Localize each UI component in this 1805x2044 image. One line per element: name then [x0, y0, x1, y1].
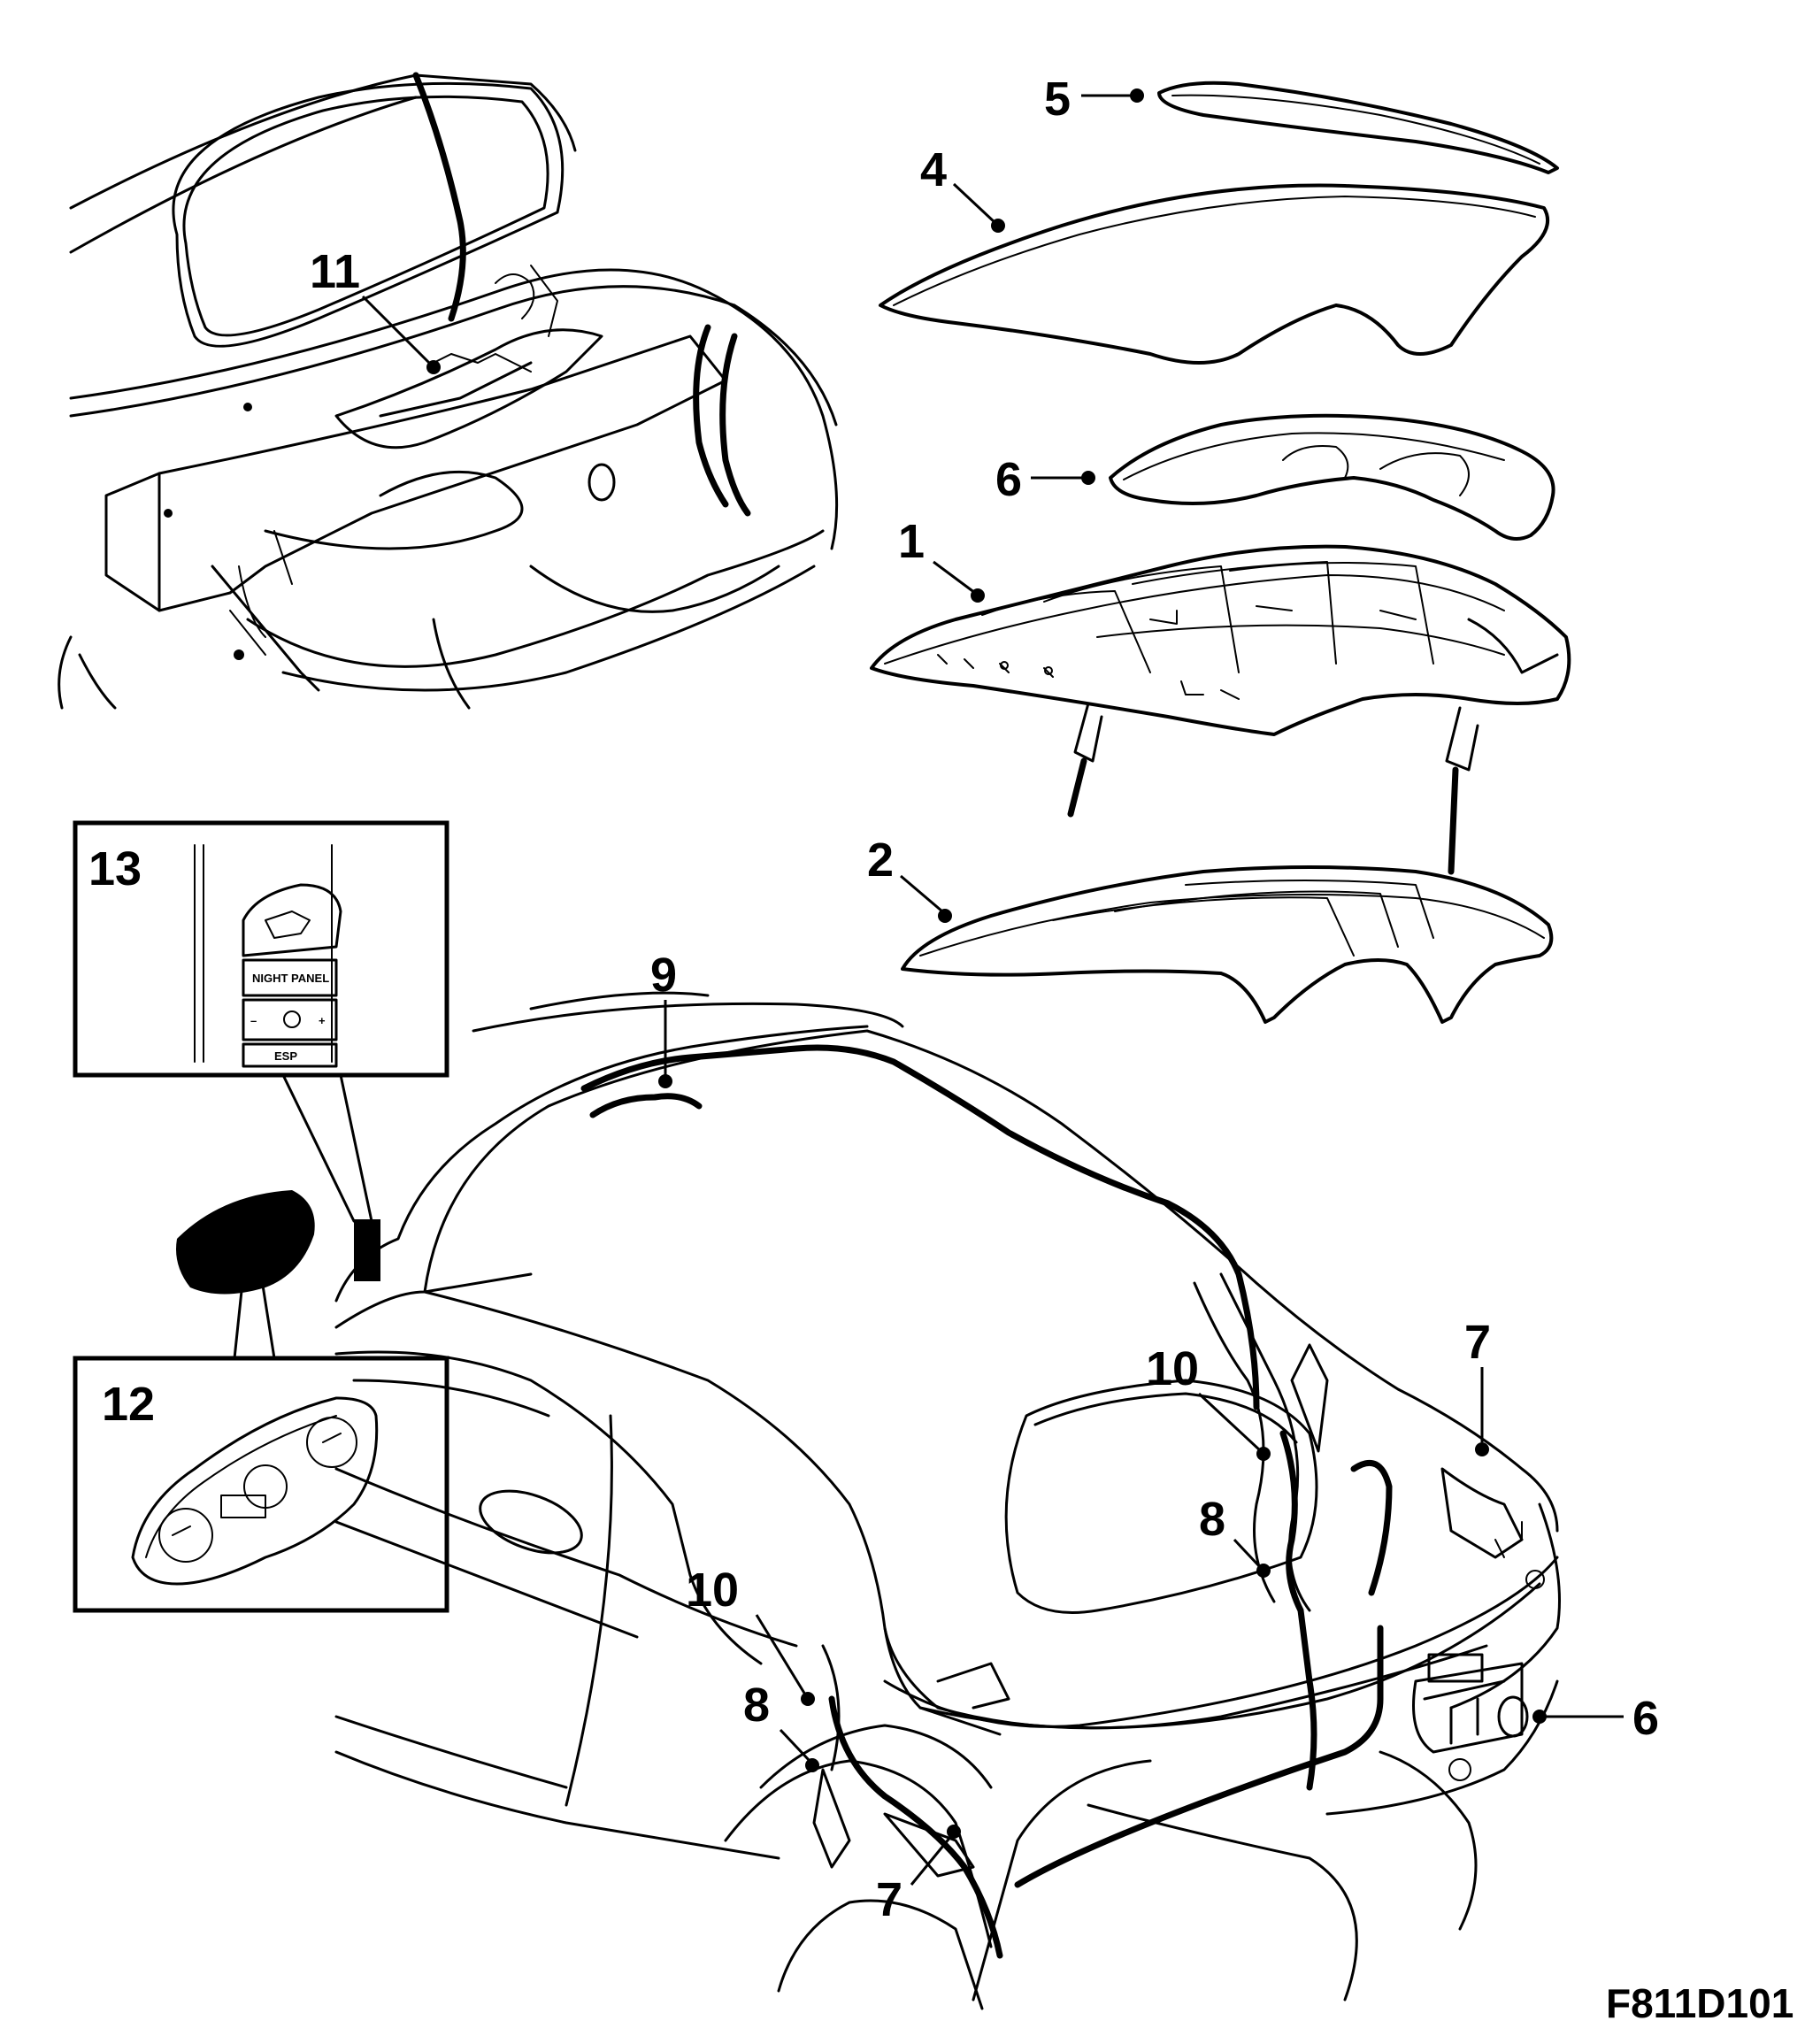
callout-1-label: 1 [898, 515, 925, 568]
callout-8-lower: 8 [743, 1679, 819, 1772]
callout-6: 6 [1532, 1692, 1659, 1745]
callout-7-lower: 7 [876, 1825, 961, 1926]
part-4: 5 [1044, 73, 1559, 174]
callout-8-lower-label: 8 [743, 1679, 770, 1732]
callout-11-label: 11 [310, 245, 360, 298]
callout-10-lower-label: 10 [686, 1564, 739, 1617]
part-2: 2 [867, 834, 1554, 1024]
part-1: 1 [870, 515, 1571, 875]
night-panel-label: NIGHT PANEL [252, 972, 329, 985]
svg-text:+: + [319, 1014, 326, 1027]
callout-4-label: 5 [1044, 73, 1071, 126]
callout-3-label: 4 [920, 143, 947, 196]
callout-10-upper-label: 10 [1146, 1342, 1199, 1395]
rear-trunk-view [58, 72, 839, 710]
inset-13-number: 13 [88, 842, 142, 895]
callout-2-label: 2 [867, 834, 894, 887]
svg-text:–: – [250, 1014, 257, 1027]
callout-5-label: 6 [995, 453, 1022, 506]
callout-9: 9 [650, 949, 677, 1088]
callout-7-lower-label: 7 [876, 1873, 902, 1926]
callout-7-upper-label: 7 [1464, 1316, 1491, 1369]
inset-12: 12 [73, 1190, 449, 1613]
callout-10-upper: 10 [1146, 1342, 1271, 1461]
figure-code: F811D101 [1606, 1980, 1793, 2026]
car-view [334, 991, 1561, 2010]
inset-12-number: 12 [102, 1378, 155, 1431]
callout-7-upper: 7 [1464, 1316, 1491, 1456]
callout-9-label: 9 [650, 949, 677, 1002]
callout-11: 11 [310, 245, 441, 374]
callout-8-upper: 8 [1199, 1493, 1271, 1578]
callout-8-upper-label: 8 [1199, 1493, 1225, 1546]
callout-6-label: 6 [1632, 1692, 1659, 1745]
part-3: 4 [879, 143, 1549, 365]
inset-13: 13 NIGHT PANEL – + ESP [73, 820, 449, 1281]
callout-10-lower: 10 [686, 1564, 815, 1706]
esp-label: ESP [274, 1049, 297, 1063]
part-5: 6 [995, 413, 1555, 541]
